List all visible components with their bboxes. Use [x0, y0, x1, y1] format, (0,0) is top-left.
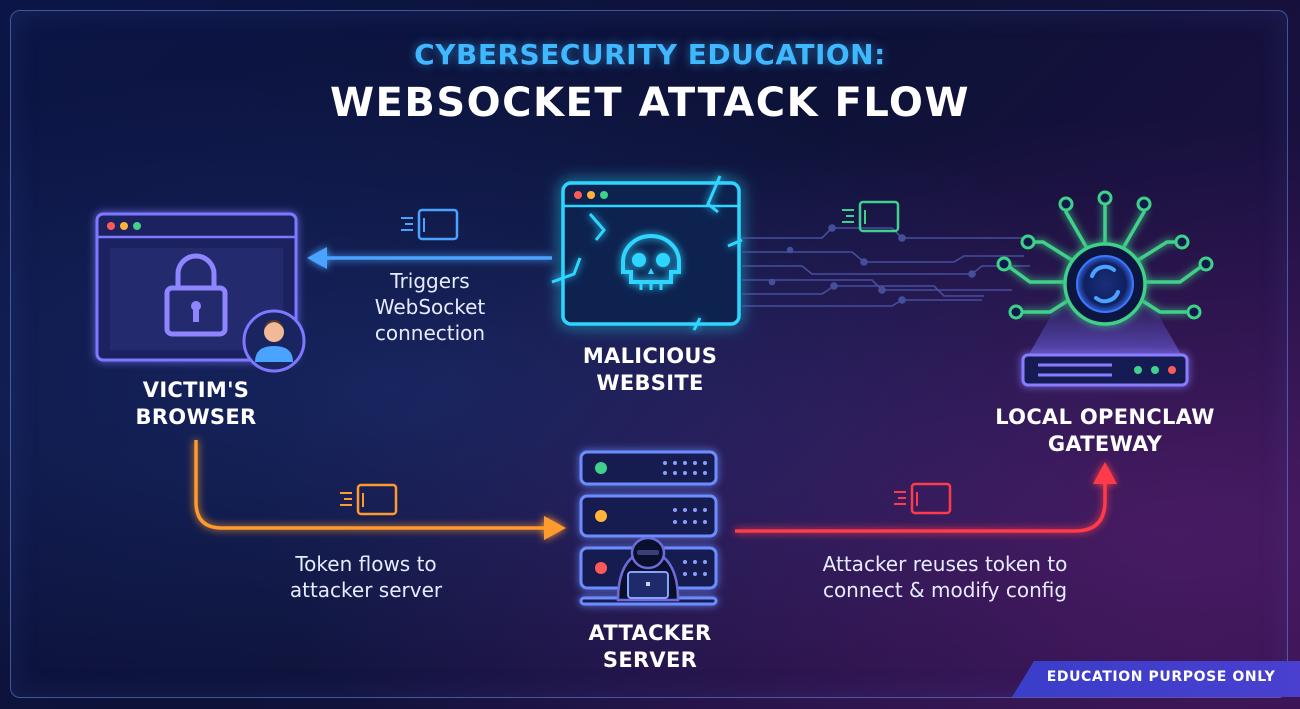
label-line: Attacker reuses token to: [822, 552, 1068, 576]
header-subtitle: CYBERSECURITY EDUCATION:: [414, 38, 886, 71]
label-line: ATTACKER: [588, 621, 712, 645]
label-line: VICTIM'S: [142, 378, 250, 402]
gateway-device-icon: [1021, 353, 1189, 387]
token-flow-label: Token flows to attacker server: [246, 551, 486, 603]
edge-triggers: [307, 247, 552, 269]
label-line: MALICIOUS: [582, 344, 718, 368]
edge-reuse-token: [735, 462, 1117, 533]
data-packet-icon: [401, 208, 459, 241]
label-line: Token flows to: [295, 552, 437, 576]
reuse-token-label: Attacker reuses token to connect & modif…: [790, 551, 1100, 603]
outer-frame: [10, 10, 1288, 698]
label-line: Triggers: [390, 269, 470, 293]
hacker-icon: [616, 536, 680, 602]
label-line: attacker server: [289, 578, 443, 602]
openclaw-logo-icon: [1090, 264, 1120, 304]
attacker-server-label: ATTACKER SERVER: [550, 620, 750, 674]
circuit-traces: [742, 224, 1030, 307]
lock-icon: [164, 253, 228, 337]
label-line: WebSocket: [374, 295, 486, 319]
local-gateway-node: [996, 190, 1214, 387]
education-badge: [1012, 661, 1300, 697]
skull-icon: [621, 234, 681, 290]
label-line: SERVER: [602, 648, 698, 672]
attacker-server-node: [579, 450, 718, 606]
data-packet-icon: [842, 200, 900, 233]
label-line: LOCAL OPENCLAW: [995, 405, 1215, 429]
education-badge-text: EDUCATION PURPOSE ONLY: [1046, 669, 1276, 685]
label-line: BROWSER: [135, 405, 257, 429]
local-gateway-label: LOCAL OPENCLAW GATEWAY: [980, 404, 1230, 458]
victim-browser-label: VICTIM'S BROWSER: [96, 377, 296, 431]
data-packet-icon: [894, 482, 952, 515]
triggers-label: Triggers WebSocket connection: [330, 268, 530, 346]
label-line: GATEWAY: [1047, 432, 1163, 456]
malicious-website-node: [551, 175, 743, 331]
edge-token-flow: [194, 440, 566, 540]
label-line: connection: [374, 321, 486, 345]
victim-browser-node: [95, 212, 306, 373]
label-line: WEBSITE: [596, 371, 704, 395]
label-line: connect & modify config: [822, 578, 1068, 602]
malicious-website-label: MALICIOUS WEBSITE: [550, 343, 750, 397]
user-avatar-icon: [242, 309, 306, 373]
page-title: WEBSOCKET ATTACK FLOW: [329, 80, 971, 126]
data-packet-icon: [340, 483, 398, 516]
